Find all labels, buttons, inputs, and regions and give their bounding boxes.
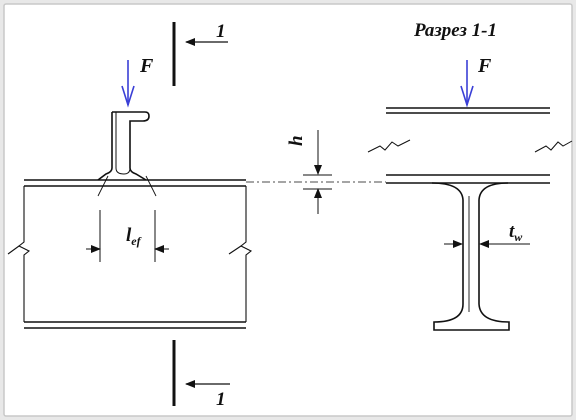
force-label-right: F bbox=[477, 55, 492, 77]
ibeam-section bbox=[386, 174, 550, 331]
left-break-line bbox=[17, 186, 31, 322]
force-label-left: F bbox=[139, 55, 154, 77]
section-mark-bottom: 1 bbox=[216, 389, 226, 410]
section-mark-top: 1 bbox=[216, 21, 226, 42]
lef-dimension bbox=[86, 210, 169, 262]
right-break-line bbox=[239, 186, 253, 322]
drawing-panel bbox=[3, 3, 573, 417]
tw-label: tw bbox=[509, 221, 523, 244]
section-break-marks bbox=[367, 139, 573, 153]
h-label: h bbox=[286, 135, 307, 146]
lef-label: lef bbox=[126, 225, 142, 248]
h-dimension bbox=[303, 130, 332, 214]
section-cut-bottom bbox=[172, 340, 230, 406]
section-top-plate bbox=[386, 107, 550, 114]
section-title: Разрез 1-1 bbox=[413, 20, 497, 41]
beam-elevation bbox=[7, 179, 386, 329]
section-cut-top bbox=[172, 22, 228, 86]
rail-profile bbox=[97, 111, 157, 197]
